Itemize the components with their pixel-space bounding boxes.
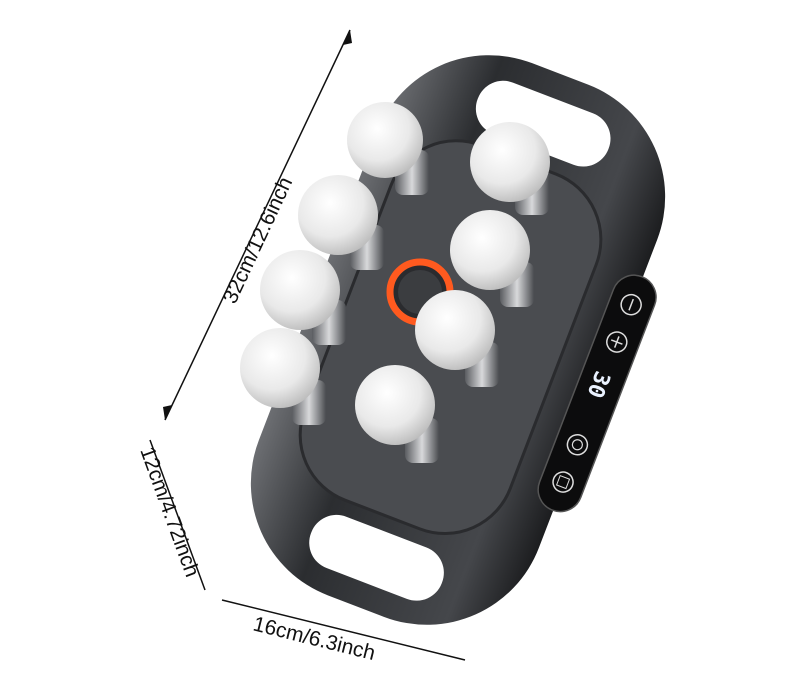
control-panel: 30 — [537, 274, 657, 513]
power-icon[interactable] — [564, 432, 590, 458]
massage-ball — [450, 210, 534, 307]
massage-ball — [260, 250, 346, 345]
width-label: 16cm/6.3inch — [251, 613, 378, 666]
massage-ball — [347, 102, 429, 195]
bottom-handle-hole — [309, 514, 444, 601]
plus-icon[interactable] — [604, 329, 630, 355]
massage-ball — [415, 290, 499, 387]
massage-ball — [298, 175, 384, 270]
top-handle-hole — [475, 80, 611, 167]
mode-icon[interactable] — [550, 469, 576, 495]
massage-ball — [355, 365, 439, 463]
massage-ball — [240, 328, 326, 425]
height-label: 12cm/4.72inch — [135, 444, 203, 580]
massage-heads — [240, 102, 550, 463]
massage-ball — [470, 122, 550, 215]
dimension-height: 12cm/4.72inch — [135, 439, 206, 591]
minus-icon[interactable] — [618, 292, 644, 318]
